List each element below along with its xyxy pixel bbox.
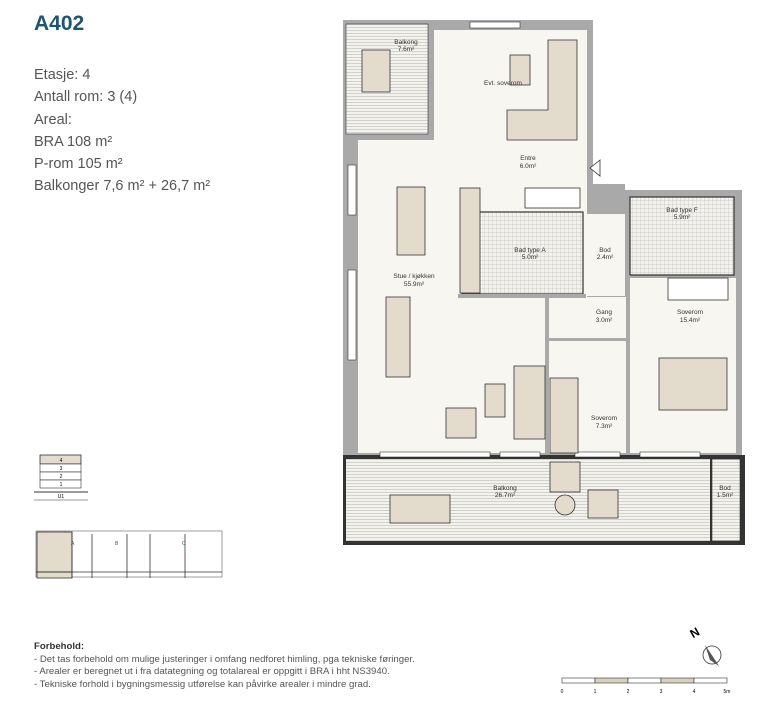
room-area: 7.6m² [398,46,415,53]
bra-info: BRA 108 m² [34,133,113,150]
kitchen-island [396,186,426,256]
furniture [361,39,729,524]
room-area: 7.3m² [596,423,613,430]
floor-label: U1 [58,494,65,500]
dining-table [385,296,411,378]
room-area: 26.7m² [495,492,516,499]
room-name: Stue / kjøkken [393,273,435,280]
armchair [445,407,477,439]
room-name: Balkong [394,39,418,46]
disclaimer-title: Forbehold: [34,641,85,652]
prom-info: P-rom 105 m² [34,156,123,173]
compass-label: N [688,624,703,640]
room-name: Gang [596,309,612,316]
balcony-info: Balkonger 7,6 m² + 26,7 m² [34,178,211,195]
room-area: 5.9m² [674,214,691,221]
rooms-info: Antall rom: 3 (4) [34,89,138,106]
coffee-table [484,383,506,418]
kitchen-counter [459,187,481,294]
bathroom-f [629,196,735,276]
desk [509,54,531,86]
disclaimer: Forbehold: - Det tas forbehold om mulige… [34,641,415,691]
key-plan: A B C [35,530,223,579]
disclaimer-line: - Arealer er beregnet ut i fra datategni… [34,666,390,677]
room-name: Bod [719,485,731,492]
room-name: Bad type A [514,247,546,254]
unit-info: Etasje: 4 Antall rom: 3 (4) Areal: BRA 1… [34,64,210,198]
lounge-chair [549,461,581,493]
area-heading: Areal: [34,111,72,128]
floor-label: 1 [60,482,63,488]
room-name: Soverom [677,309,703,316]
room-name: Balkong [493,485,517,492]
sofa-bed [506,39,578,141]
key-plan-label: B [115,541,119,547]
room-name: Bod [599,247,611,254]
bathroom-a [461,211,584,295]
room-area: 55.9m² [404,281,425,288]
unit-title: A402 [34,12,85,35]
room-name: Entre [520,155,536,162]
room-area: 1.5m² [717,492,734,499]
single-bed [549,377,579,454]
room-name: Soverom [591,415,617,422]
room-name: Evt. soverom [484,80,522,87]
key-plan-label: A [71,541,75,547]
scale-tick: 2 [627,689,630,695]
room-name: Bad type F [666,207,697,214]
balcony-table [361,49,391,93]
disclaimer-line: - Det tas forbehold om mulige justeringe… [34,653,415,665]
lounge-chair [587,489,619,519]
entrance-arrow-icon [589,159,601,177]
balcony-dining-table [389,494,451,524]
floor-label: 2 [60,474,63,480]
scale-bar: 0 1 2 3 4 5m [561,677,731,695]
floor-indicator: 4 3 2 1 U1 [34,454,88,501]
scale-tick: 1 [594,689,597,695]
floor-label: 4 [60,458,63,464]
double-bed [658,357,728,411]
floor-label: 3 [60,466,63,472]
room-area: 15.4m² [680,317,701,324]
room-labels: Balkong 7.6m² Evt. soverom Entre 6.0m² S… [393,39,734,499]
round-table [554,494,576,516]
scale-tick: 0 [561,689,564,695]
compass-icon: N [688,624,722,666]
scale-tick: 4 [693,689,696,695]
room-area: 3.0m² [596,317,613,324]
sofa [513,365,546,440]
disclaimer-line: - Tekniske forhold i bygningsmessig utfø… [34,678,371,690]
wardrobe [667,277,729,301]
scale-tick: 5m [724,689,731,695]
key-plan-label: C [182,541,186,547]
room-area: 2.4m² [597,254,614,261]
scale-tick: 3 [660,689,663,695]
room-area: 5.0m² [522,254,539,261]
floor-info: Etasje: 4 [34,67,91,83]
room-area: 6.0m² [520,163,537,170]
wardrobe [524,187,581,209]
